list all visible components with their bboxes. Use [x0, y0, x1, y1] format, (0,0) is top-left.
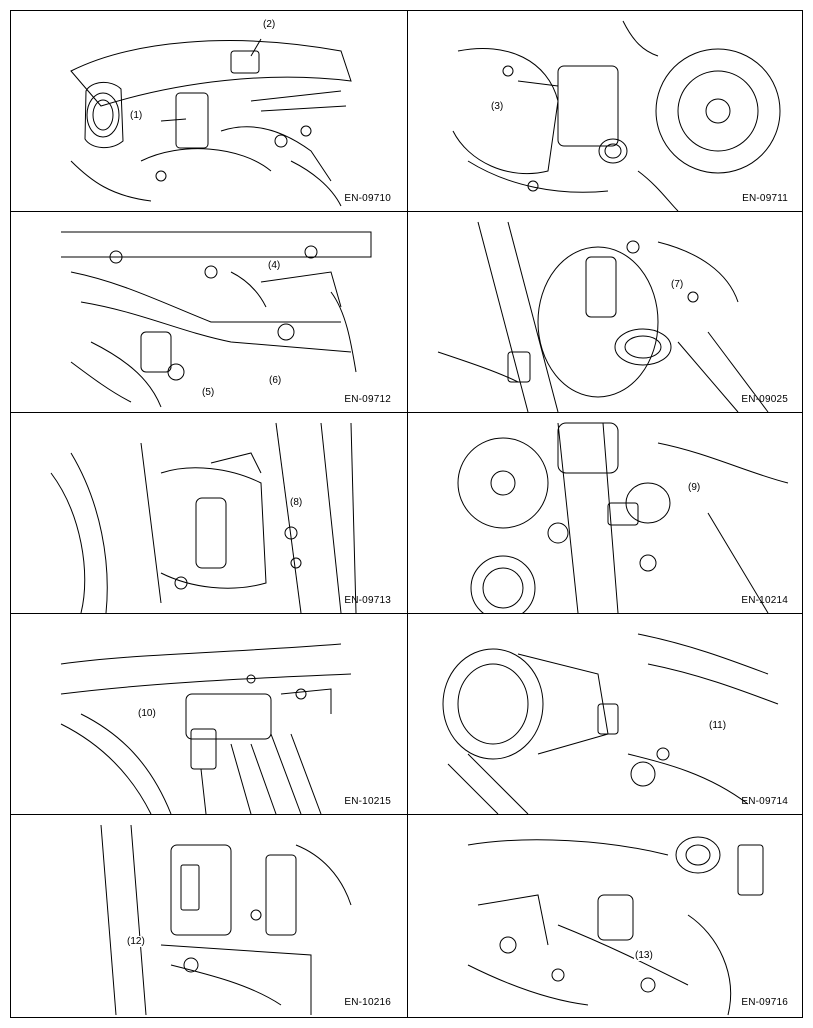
- figure-grid: (1) (2) EN-09710 (3) EN-09711: [10, 10, 803, 1018]
- callout-3: (3): [490, 101, 505, 112]
- figure-id: EN-09711: [742, 193, 788, 204]
- callout-12: (12): [126, 936, 146, 947]
- figure-id: EN-10214: [741, 595, 788, 606]
- callout-10: (10): [137, 708, 157, 719]
- figure-id: EN-09716: [741, 997, 788, 1008]
- callout-4: (4): [267, 260, 282, 271]
- panel-en-10215: (10) EN-10215: [11, 614, 407, 815]
- figure-id: EN-09025: [741, 394, 788, 405]
- engine-illustration-sensor: [50, 422, 357, 614]
- grid-divider-row-3: [11, 613, 802, 614]
- grid-divider-row-1: [11, 211, 802, 212]
- panel-en-09714: (11) EN-09714: [408, 614, 804, 815]
- engine-illustration-pulley: [457, 422, 789, 614]
- callout-2: (2): [262, 19, 277, 30]
- figure-id: EN-09712: [344, 394, 391, 405]
- callout-9: (9): [687, 482, 702, 493]
- callout-5: (5): [201, 387, 216, 398]
- engine-illustration-manifold: [467, 836, 764, 1016]
- figure-id: EN-09710: [344, 193, 391, 204]
- engine-illustration-intake: [70, 38, 352, 207]
- grid-divider-vertical: [407, 11, 408, 1017]
- panel-en-10214: (9) EN-10214: [408, 413, 804, 614]
- figure-id: EN-10215: [344, 796, 391, 807]
- callout-7: (7): [670, 279, 685, 290]
- panel-en-10216: (12) EN-10216: [11, 815, 407, 1016]
- callout-1: (1): [129, 110, 144, 121]
- panel-en-09713: (8) EN-09713: [11, 413, 407, 614]
- callout-11: (11): [708, 720, 728, 731]
- callout-6: (6): [268, 375, 283, 386]
- engine-illustration-throttle: [437, 221, 769, 413]
- panel-en-09025: (7) EN-09025: [408, 212, 804, 413]
- panel-en-09711: (3) EN-09711: [408, 11, 804, 212]
- grid-divider-row-4: [11, 814, 802, 815]
- callout-13: (13): [634, 950, 654, 961]
- panel-en-09710: (1) (2) EN-09710: [11, 11, 407, 212]
- engine-illustration-valve: [452, 20, 781, 212]
- figure-id: EN-09713: [344, 595, 391, 606]
- engine-illustration-harness: [61, 231, 372, 408]
- figure-id: EN-10216: [344, 997, 391, 1008]
- panel-en-09716: (13) EN-09716: [408, 815, 804, 1016]
- engine-illustration-module: [100, 824, 352, 1016]
- panel-en-09712: (4) (5) (6) EN-09712: [11, 212, 407, 413]
- callout-8: (8): [289, 497, 304, 508]
- engine-illustration-alternator: [442, 633, 779, 815]
- grid-divider-row-2: [11, 412, 802, 413]
- engine-illustration-bracket: [60, 643, 352, 815]
- figure-id: EN-09714: [741, 796, 788, 807]
